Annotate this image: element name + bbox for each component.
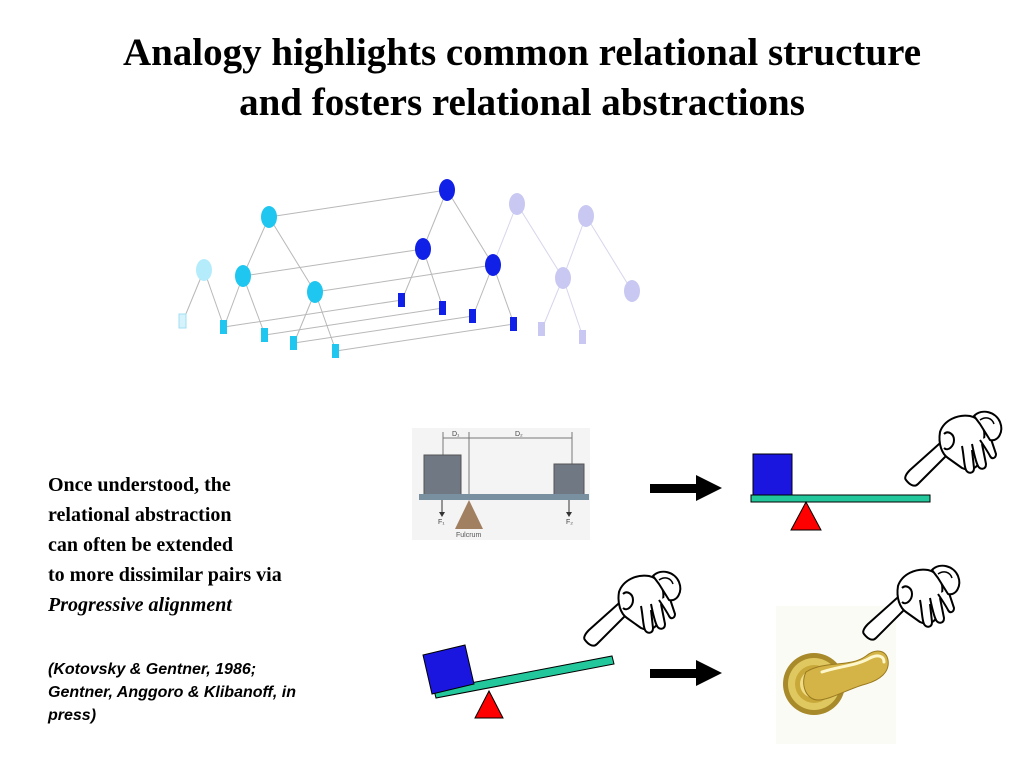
right-arrow-icon	[650, 475, 722, 501]
lavender-leaf-node	[579, 330, 586, 344]
blue-leaf-node	[510, 317, 517, 331]
cyan-node	[307, 281, 323, 303]
blue-leaf-node	[439, 301, 446, 315]
cyan-leaf-node	[261, 328, 268, 342]
lavender-node	[578, 205, 594, 227]
pointing-hand-icon	[904, 410, 1003, 487]
label-d1: D₁	[452, 431, 460, 438]
slide-title: Analogy highlights common relational str…	[20, 28, 1024, 128]
blue-leaf-node	[398, 293, 405, 307]
title-line-2: and fosters relational abstractions	[239, 81, 805, 124]
body-line-4: to more dissimilar pairs via	[48, 564, 282, 586]
tilted-blue-block	[422, 644, 475, 695]
lavender-leaf-node	[538, 322, 545, 336]
left-weight	[423, 454, 462, 496]
lavender-node	[555, 267, 571, 289]
tilted-green-beam	[433, 655, 615, 699]
cyan-node	[235, 265, 251, 287]
red-fulcrum	[790, 500, 822, 531]
cyan-leaf-node	[220, 320, 227, 334]
cyan-leaf-node	[332, 344, 339, 358]
pale-cyan-node	[196, 259, 212, 281]
body-line-2: relational abstraction	[48, 504, 232, 526]
structure-mapping-diagram	[178, 179, 640, 358]
body-line-3: can often be extended	[48, 534, 233, 556]
lavender-node	[624, 280, 640, 302]
label-f2: F₂	[566, 519, 573, 526]
right-arrow-icon	[650, 660, 722, 686]
body-line-1: Once understood, the	[48, 474, 231, 496]
citation-line-2: Gentner, Anggoro & Klibanoff, in	[48, 684, 296, 701]
citation-text: (Kotovsky & Gentner, 1986; Gentner, Angg…	[48, 658, 368, 727]
label-d2: D₂	[515, 431, 523, 438]
balanced-seesaw	[750, 453, 931, 531]
blue-leaf-node	[469, 309, 476, 323]
seesaw-fulcrum	[455, 500, 483, 529]
explanation-text: Once understood, the relational abstract…	[48, 470, 378, 620]
blue-block	[752, 453, 793, 496]
citation-line-3: press)	[48, 707, 97, 724]
pointing-hand-icon	[583, 570, 682, 647]
body-line-5: Progressive alignment	[48, 594, 232, 616]
seesaw-photo: D₁ D₂ F₁ F₂ Fulcrum	[412, 428, 590, 540]
cyan-leaf-node	[290, 336, 297, 350]
pale-leaf-node	[178, 313, 187, 329]
label-f1: F₁	[438, 519, 445, 526]
lavender-node	[509, 193, 525, 215]
tilted-seesaw	[422, 644, 615, 719]
blue-node	[485, 254, 501, 276]
blue-node	[415, 238, 431, 260]
mapping-lines	[223, 189, 515, 352]
seesaw-beam	[419, 494, 589, 500]
blue-node	[439, 179, 455, 201]
green-beam	[750, 494, 931, 503]
title-line-1: Analogy highlights common relational str…	[122, 31, 922, 74]
red-fulcrum	[474, 689, 504, 719]
fulcrum-label: Fulcrum	[456, 532, 481, 539]
right-weight	[553, 463, 585, 496]
cyan-node	[261, 206, 277, 228]
citation-line-1: (Kotovsky & Gentner, 1986;	[48, 661, 257, 678]
pointing-hand-icon	[862, 564, 961, 641]
